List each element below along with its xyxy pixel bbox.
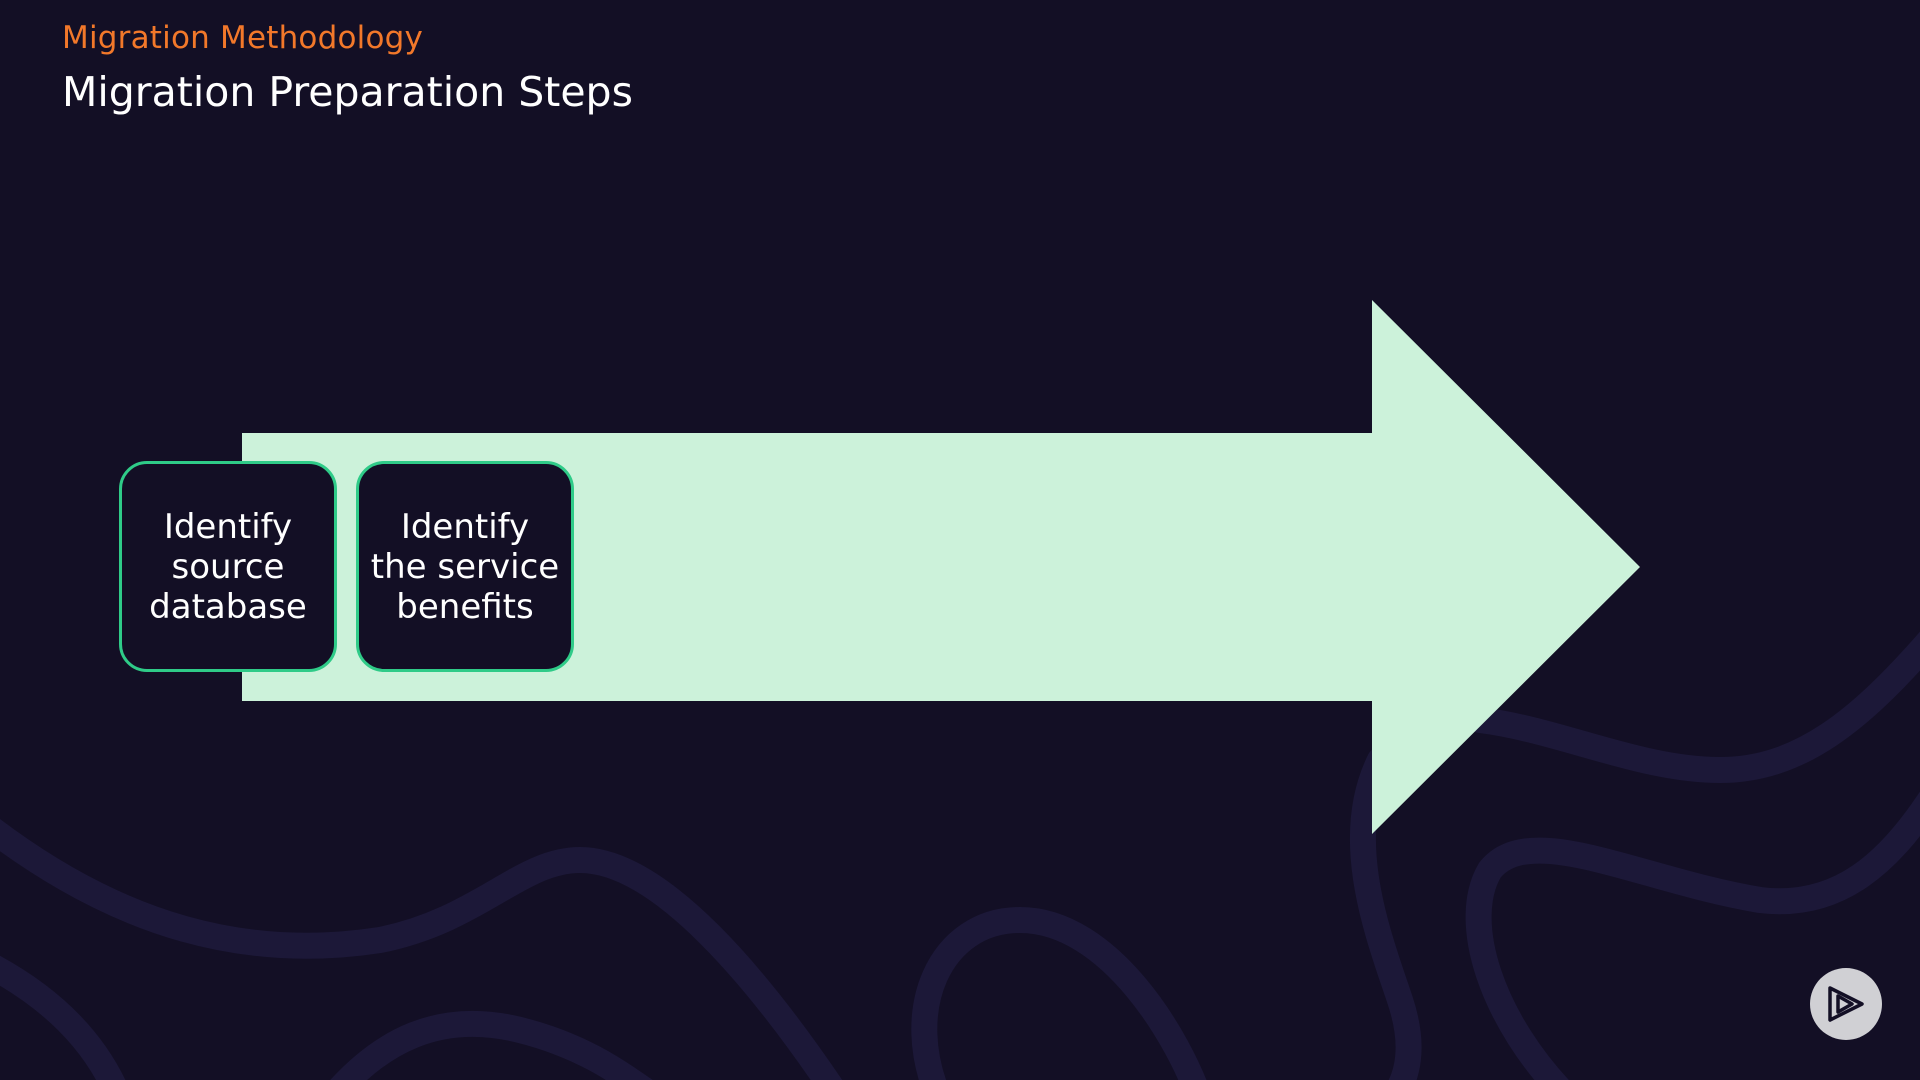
arrow-shape xyxy=(242,300,1640,834)
play-logo-icon[interactable] xyxy=(1810,968,1882,1040)
step-label: Identify source database xyxy=(149,506,307,627)
slide-title: Migration Preparation Steps xyxy=(62,68,633,116)
step-card-identify-service-benefits: Identify the service benefits xyxy=(356,461,574,672)
step-label: Identify the service benefits xyxy=(370,506,560,627)
section-kicker: Migration Methodology xyxy=(62,20,424,56)
step-card-identify-source-database: Identify source database xyxy=(119,461,337,672)
play-triangle-icon xyxy=(1828,986,1864,1022)
